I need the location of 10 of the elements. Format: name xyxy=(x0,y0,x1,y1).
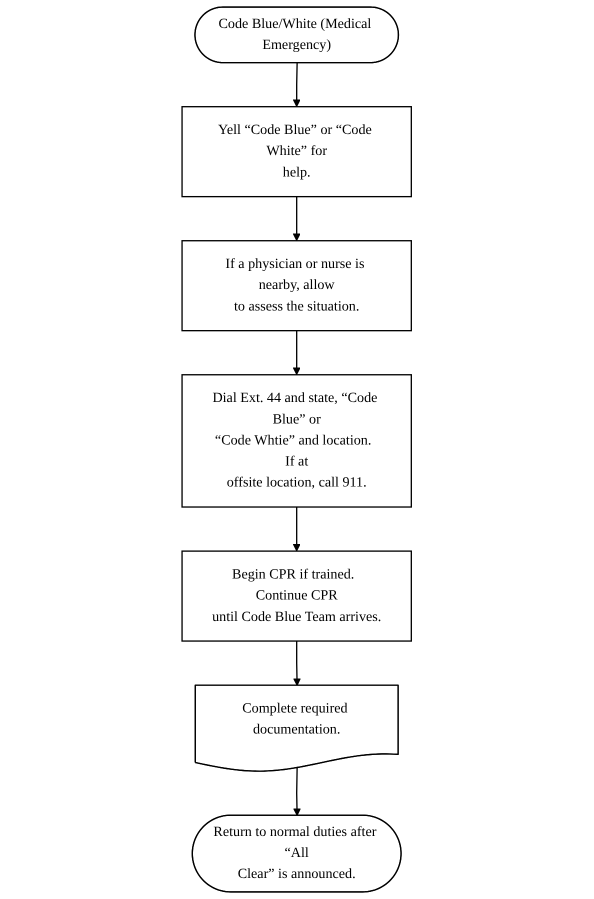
node-box: If a physician or nurse is nearby, allow to assess the situation. xyxy=(182,240,412,332)
arrow xyxy=(293,196,301,242)
node-box: Begin CPR if trained. Continue CPR until Code Blue Team arrives. xyxy=(182,550,412,642)
arrow xyxy=(293,507,301,552)
arrow xyxy=(293,330,301,376)
arrow xyxy=(293,641,302,686)
arrow xyxy=(293,768,302,816)
node-box: Dial Ext. 44 and state, “Code Blue” or “Code Whtie” and location. If at offsite location, call 911. xyxy=(182,374,412,508)
arrow xyxy=(293,63,301,108)
node-box: Yell “Code Blue” or “Code White” for help. xyxy=(182,106,412,198)
